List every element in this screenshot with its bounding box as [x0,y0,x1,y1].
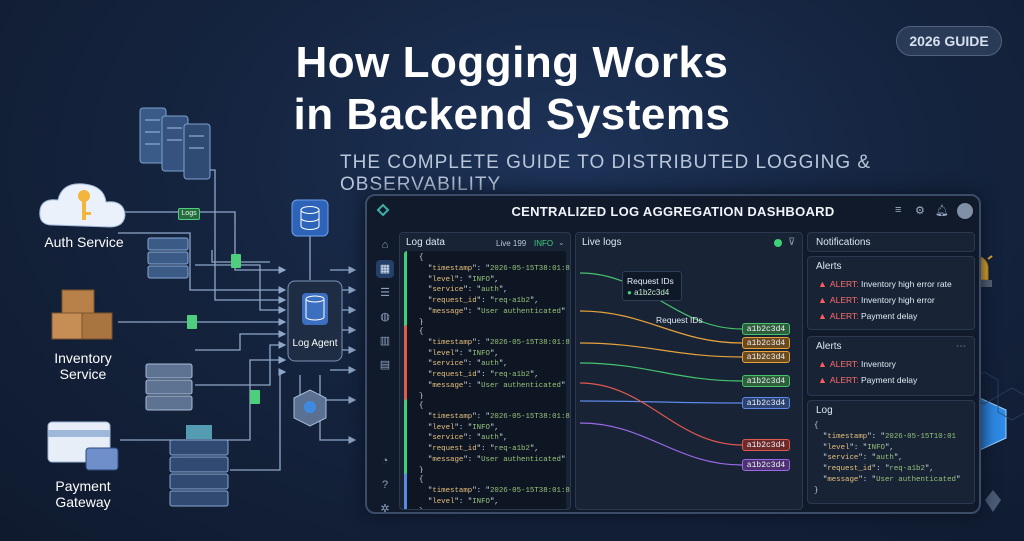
log-entry[interactable]: { "timestamp": "2026-05-15T38:01:85Z", "… [404,251,570,331]
log-detail-level: INFO [867,443,885,452]
log-detail-request-id: req-a1b2 [889,465,925,474]
log-detail-header: Log [816,405,833,416]
request-flow-line [579,382,743,446]
alert-item[interactable]: ▲ALERT: Inventory [818,359,896,369]
request-flow-line [579,342,743,358]
warning-icon: ▲ [818,359,827,369]
help-icon[interactable]: ? [381,479,389,491]
request-flow-line [579,362,743,382]
warning-icon: ▲ [818,279,827,289]
alert-item[interactable]: ▲ALERT: Payment delay [818,311,918,321]
bell-side-icon[interactable]: ◔ [381,455,389,467]
more-icon[interactable]: ⋯ [956,341,966,352]
log-data-panel: Log data Live 199 INFO ⌄ { "timestamp": … [399,232,571,510]
page-title-line2: in Backend Systems [293,90,731,139]
level-filter[interactable]: INFO [534,239,554,248]
notifications-header: Notifications [816,237,871,248]
list-icon[interactable]: ☰ [380,287,390,299]
logs-tag: Logs [178,208,200,220]
boxes-icon [51,289,113,340]
request-id-tag[interactable]: a1b2c3d4 [742,375,790,387]
bell-icon[interactable]: 🔔︎ [935,205,949,217]
request-flow-line [579,400,743,404]
cloud-key-icon [39,183,126,228]
page-title-line1: How Logging Works [295,38,729,87]
home-icon[interactable]: ⌂ [381,239,389,251]
alerts-header-1: Alerts [816,261,842,272]
live-status-dot [774,239,782,247]
alerts-card-2: Alerts ⋯ ▲ALERT: Inventory ▲ALERT: Paymen… [807,336,975,396]
warning-icon: ▲ [818,295,827,305]
alerts-card-1: Alerts ▲ALERT: Inventory high error rate… [807,256,975,330]
log-file-icon [187,254,260,404]
alert-item[interactable]: ▲ALERT: Inventory high error rate [818,279,952,289]
chevron-down-icon[interactable]: ⌄ [558,238,565,247]
guide-badge: 2026 GUIDE [896,26,1002,56]
request-flow-line [579,310,743,344]
request-id-card: Request IDs ● a1b2c3d4 [622,271,682,301]
dashboard-title: CENTRALIZED LOG AGGREGATION DASHBOARD [511,204,835,219]
warning-icon: ▲ [818,375,827,385]
log-detail-card: Log { "timestamp": "2026-05-15T10:01 "le… [807,400,975,504]
database-icon [291,199,329,237]
request-id-tag[interactable]: a1b2c3d4 [742,351,790,363]
live-logs-header: Live logs [582,237,622,248]
payment-gateway-label: Payment Gateway [55,478,111,510]
inventory-service-label: Inventory Service [54,350,112,382]
log-data-header: Log data [406,237,445,248]
auth-service-label: Auth Service [44,234,124,250]
request-id-tag[interactable]: a1b2c3d4 [742,459,790,471]
request-id-tag[interactable]: a1b2c3d4 [742,397,790,409]
log-entry[interactable]: { "timestamp": "2026-05-15T38:01:85Z", "… [404,399,570,479]
log-entry[interactable]: { "timestamp": "2026-05-15T38:01:85Z", "… [404,473,570,509]
request-id-tag[interactable]: a1b2c3d4 [742,323,790,335]
alerts-header-2: Alerts [816,341,842,352]
notifications-header-bar: Notifications [807,232,975,252]
request-ids-caption: Request IDs [656,315,703,325]
request-ids-label: Request IDs [627,276,674,286]
request-id-tag[interactable]: a1b2c3d4 [742,337,790,349]
sidebar: ⌂ ▦ ☰ ◍ ▥ ▤ ◔ ? ✲ [373,230,397,515]
log-detail-timestamp: 2026-05-15T10:01 [884,432,956,441]
request-flow-line [579,272,743,330]
log-entry[interactable]: { "timestamp": "2026-05-15T38:01:85Z", "… [404,325,570,405]
filter-icon[interactable]: ⊽ [788,237,796,248]
log-detail-service: auth [876,454,894,463]
request-flow-line [579,422,743,466]
log-detail-message: User authenticated [876,475,956,484]
warning-icon: ▲ [818,311,827,321]
log-dashboard: CENTRALIZED LOG AGGREGATION DASHBOARD ≡ … [365,194,981,515]
log-detail-json: { "timestamp": "2026-05-15T10:01 "level"… [814,422,961,495]
analytics-icon[interactable]: ▦ [376,260,394,278]
page-subtitle: THE COMPLETE GUIDE TO DISTRIBUTED LOGGIN… [340,152,872,195]
notifications-panel: Notifications Alerts ▲ALERT: Inventory h… [807,232,975,510]
user-avatar-icon[interactable] [957,203,973,219]
settings-side-icon[interactable]: ✲ [380,503,390,515]
alert-item[interactable]: ▲ALERT: Inventory high error [818,295,935,305]
request-id-tag[interactable]: a1b2c3d4 [742,439,790,451]
request-id-value: a1b2c3d4 [634,288,670,297]
cube-icon [293,389,327,427]
chart-icon[interactable]: ▥ [379,335,391,347]
log-agent-label: Log Agent [292,338,338,349]
globe-icon[interactable]: ◍ [380,311,390,323]
credit-card-icon [47,421,119,471]
live-count: Live 199 [496,239,527,248]
dashboard-logo-icon [376,203,390,217]
alert-item[interactable]: ▲ALERT: Payment delay [818,375,918,385]
request-flow-lines [579,272,743,466]
server-rack-icon [139,107,211,180]
gear-icon[interactable]: ⚙ [915,205,925,217]
menu-icon[interactable]: ≡ [895,204,902,216]
live-logs-panel: Live logs ⊽ Request IDs ● a1b2c3d4 Reque… [575,232,803,510]
grid-icon[interactable]: ▤ [379,359,391,371]
